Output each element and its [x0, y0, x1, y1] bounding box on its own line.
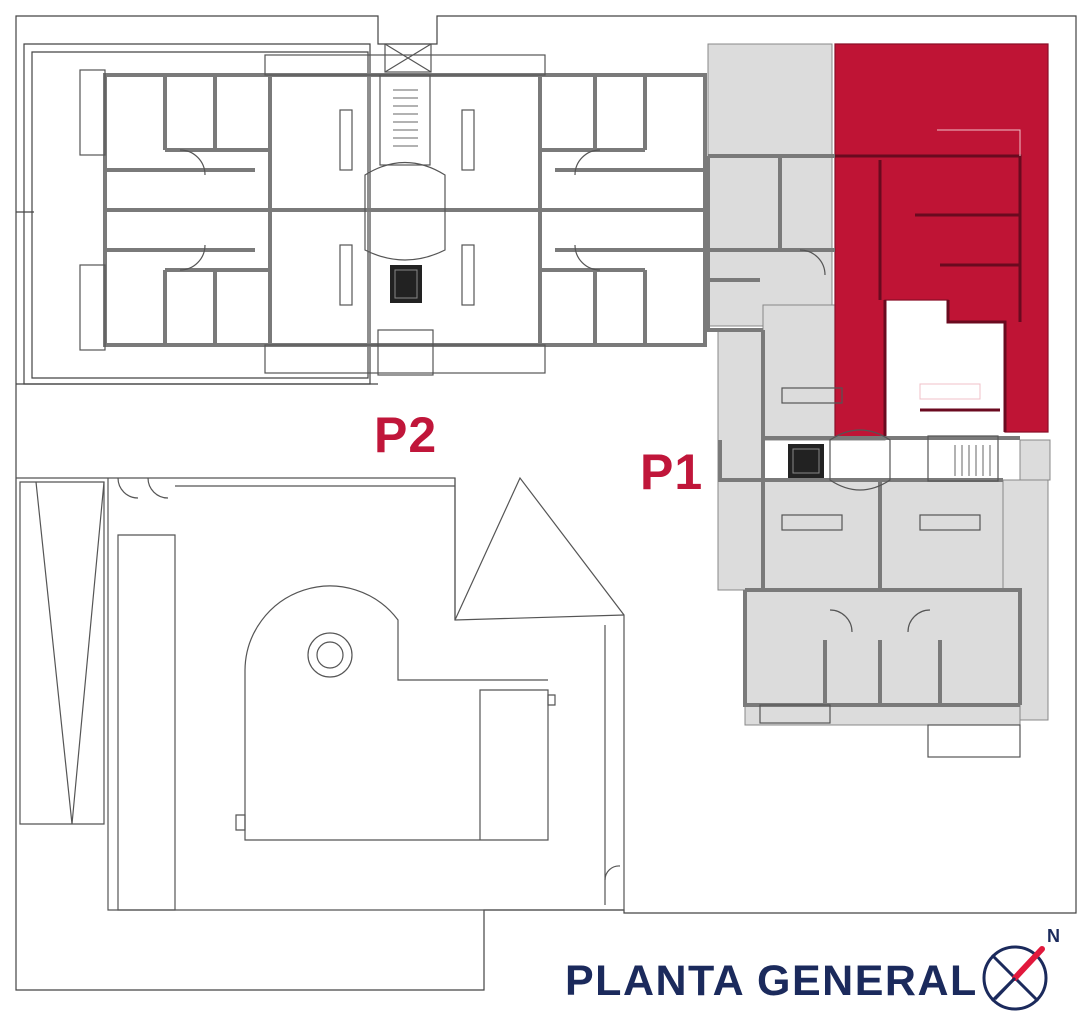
- highlighted-unit-interior: [919, 129, 1021, 400]
- courtyard: [16, 476, 625, 911]
- p1-interior: [759, 249, 1021, 758]
- p1-shaded-zones: [707, 43, 1051, 726]
- stair-icon: [393, 89, 418, 147]
- plan-title: PLANTA GENERAL: [565, 957, 978, 1005]
- compass-icon: [982, 945, 1048, 1011]
- p1-stair-icon: [954, 445, 991, 476]
- p2-building: [103, 73, 707, 347]
- highlighted-unit: [834, 43, 1049, 439]
- p1-elevator-icon: [788, 444, 824, 478]
- compass-north-label: N: [1047, 926, 1060, 946]
- p1-building: [706, 154, 1022, 707]
- building-label-p1: P1: [640, 444, 704, 500]
- building-label-p2: P2: [374, 407, 438, 463]
- elevator-icon: [390, 265, 422, 303]
- p2-interior: [79, 43, 601, 376]
